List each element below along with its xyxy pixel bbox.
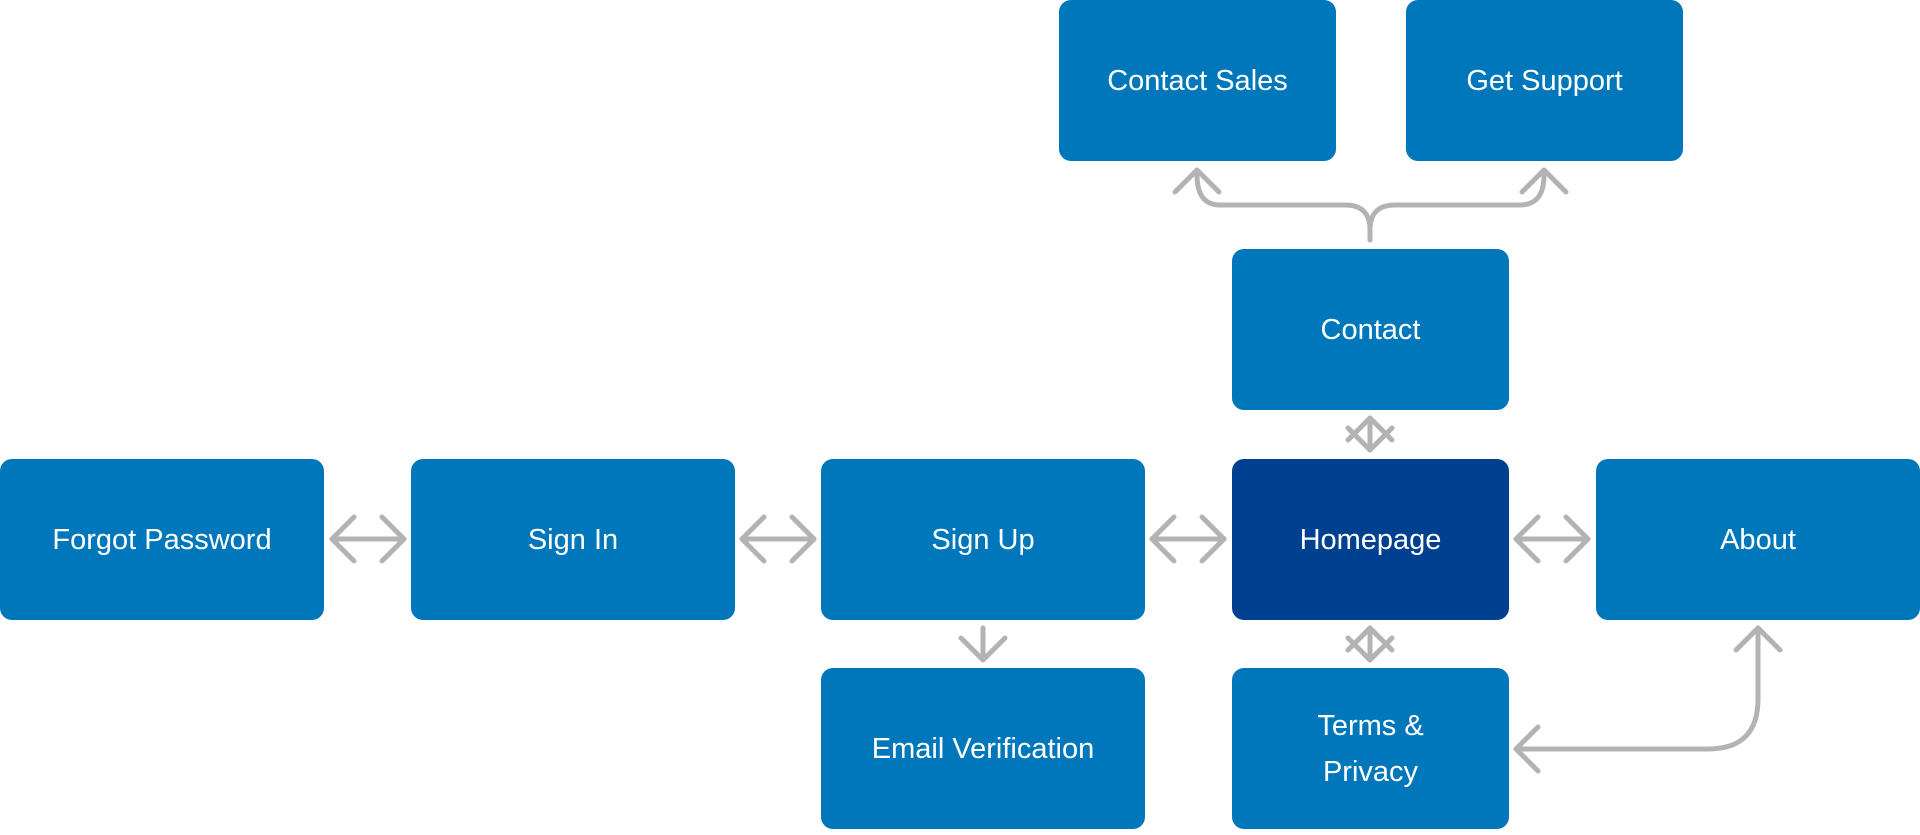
connector-line	[1367, 167, 1547, 243]
connector-sign-up-to-email-verification	[958, 625, 1008, 663]
arrowhead-icon	[1733, 625, 1783, 653]
connector-forgot-password-to-sign-in	[329, 514, 407, 564]
arrowhead-icon	[1149, 514, 1177, 564]
node-label-get-support: Get Support	[1466, 64, 1623, 97]
node-label-sign-in: Sign In	[527, 523, 619, 556]
arrowhead-icon	[739, 514, 767, 564]
node-contact[interactable]: Contact	[1232, 249, 1509, 410]
connector-line	[1513, 625, 1761, 752]
node-get-support[interactable]: Get Support	[1406, 0, 1683, 161]
connector-line	[1194, 167, 1373, 243]
node-forgot-password[interactable]: Forgot Password	[0, 459, 324, 620]
connector-contact-to-contact-sales	[1172, 167, 1373, 243]
arrowhead-icon	[789, 514, 817, 564]
node-homepage[interactable]: Homepage	[1232, 459, 1509, 620]
connector-homepage-to-terms-privacy	[1345, 625, 1395, 663]
node-label-forgot-password: Forgot Password	[52, 523, 272, 556]
arrowhead-icon	[379, 514, 407, 564]
node-label-contact: Contact	[1320, 313, 1421, 346]
node-contact-sales[interactable]: Contact Sales	[1059, 0, 1336, 161]
connector-homepage-to-contact	[1345, 415, 1395, 453]
node-label-terms-privacy: Terms & Privacy	[1317, 709, 1424, 788]
arrowhead-icon	[958, 635, 1008, 663]
node-label-homepage: Homepage	[1299, 523, 1442, 556]
arrowhead-icon	[329, 514, 357, 564]
connector-sign-in-to-sign-up	[739, 514, 817, 564]
arrowhead-icon	[1172, 167, 1222, 195]
node-about[interactable]: About	[1596, 459, 1920, 620]
node-label-about: About	[1720, 523, 1796, 556]
node-terms-privacy[interactable]: Terms & Privacy	[1232, 668, 1509, 829]
connector-homepage-to-about	[1513, 514, 1591, 564]
node-email-verification[interactable]: Email Verification	[821, 668, 1145, 829]
arrowhead-icon	[1513, 724, 1541, 774]
node-label-email-verification: Email Verification	[871, 732, 1095, 765]
node-label-contact-sales: Contact Sales	[1107, 64, 1288, 97]
arrowhead-icon	[1199, 514, 1227, 564]
arrowhead-icon	[1345, 635, 1395, 663]
node-sign-up[interactable]: Sign Up	[821, 459, 1145, 620]
arrowhead-icon	[1345, 425, 1395, 453]
arrowhead-icon	[1519, 167, 1569, 195]
connector-terms-privacy-to-about	[1513, 625, 1783, 774]
arrowhead-icon	[1563, 514, 1591, 564]
connector-contact-to-get-support	[1367, 167, 1569, 243]
connector-sign-up-to-homepage	[1149, 514, 1227, 564]
node-label-sign-up: Sign Up	[931, 523, 1035, 556]
node-sign-in[interactable]: Sign In	[411, 459, 735, 620]
arrowhead-icon	[1513, 514, 1541, 564]
